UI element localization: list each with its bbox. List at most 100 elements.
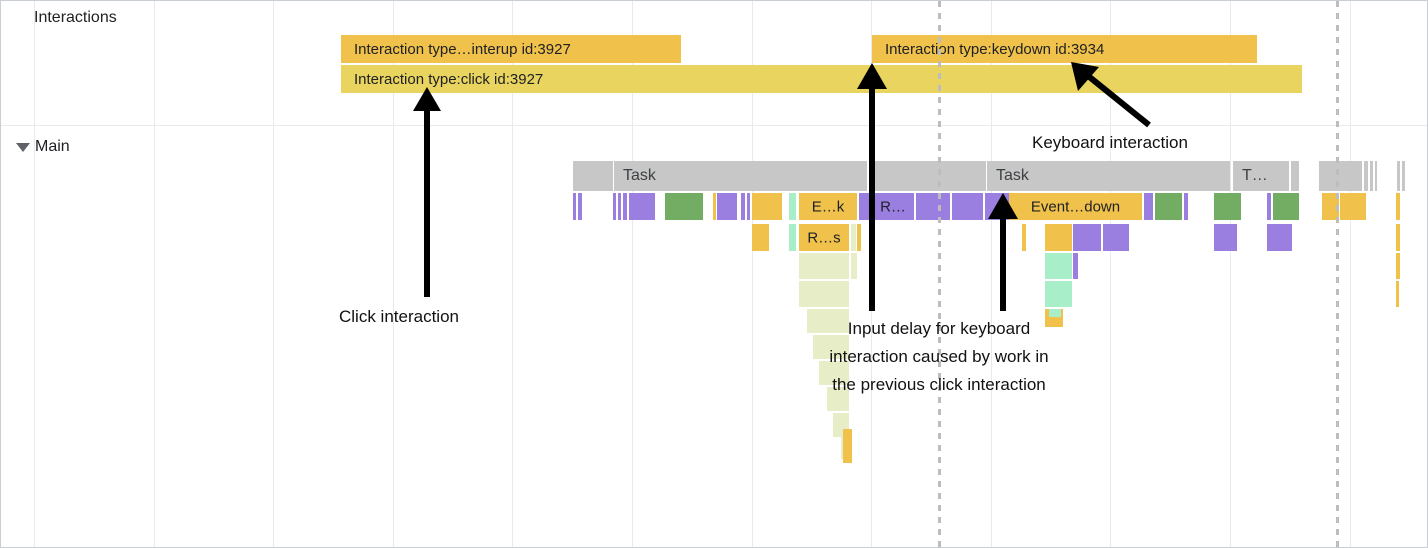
triangle-down-icon[interactable] bbox=[16, 143, 30, 152]
task-bar[interactable] bbox=[1370, 161, 1373, 191]
flame-block[interactable] bbox=[859, 193, 870, 220]
gridline bbox=[1110, 1, 1112, 547]
gridline bbox=[153, 1, 155, 547]
task-bar[interactable] bbox=[1291, 161, 1299, 191]
flame-block[interactable] bbox=[952, 193, 983, 220]
flame-block[interactable] bbox=[1396, 253, 1400, 279]
flame-block[interactable] bbox=[1022, 224, 1026, 251]
flame-block[interactable] bbox=[1049, 309, 1061, 317]
flame-block[interactable] bbox=[1144, 193, 1153, 220]
flame-block[interactable] bbox=[573, 193, 576, 220]
flame-block[interactable] bbox=[1103, 224, 1129, 251]
interaction-bar-keydown[interactable]: Interaction type:keydown id:3934 bbox=[872, 35, 1257, 63]
gridline bbox=[273, 1, 275, 547]
flame-block[interactable] bbox=[741, 193, 745, 220]
task-bar[interactable]: T… bbox=[1233, 161, 1289, 191]
flame-block[interactable] bbox=[827, 387, 849, 411]
annotation-input-delay: Input delay for keyboard interaction cau… bbox=[829, 319, 1049, 394]
annotation-keyboard-interaction: Keyboard interaction bbox=[1032, 133, 1188, 152]
interaction-bar-click-label: Interaction type:click id:3927 bbox=[354, 70, 544, 88]
flame-block[interactable] bbox=[819, 361, 849, 385]
gridline bbox=[990, 1, 992, 547]
arrow-click-interaction bbox=[413, 87, 441, 297]
flame-block[interactable] bbox=[1322, 193, 1339, 220]
flame-block[interactable] bbox=[789, 193, 796, 220]
flame-block[interactable] bbox=[665, 193, 703, 220]
task-bar[interactable] bbox=[1364, 161, 1368, 191]
flame-block[interactable] bbox=[629, 193, 655, 220]
flame-block[interactable] bbox=[851, 224, 856, 251]
gridline bbox=[34, 1, 35, 547]
event-block-event-keydown[interactable]: Event…down bbox=[1009, 193, 1142, 220]
gridline bbox=[632, 1, 633, 547]
flame-block[interactable] bbox=[613, 193, 616, 220]
annotation-click-interaction: Click interaction bbox=[339, 307, 459, 326]
flame-block[interactable] bbox=[1045, 224, 1072, 251]
time-marker-line-2 bbox=[1336, 1, 1339, 547]
task-bar-label: T… bbox=[1242, 167, 1268, 184]
track-label-main: Main bbox=[35, 138, 70, 155]
flame-block[interactable] bbox=[1214, 224, 1237, 251]
flame-block[interactable] bbox=[1273, 193, 1299, 220]
flame-block[interactable] bbox=[752, 193, 782, 220]
task-bar[interactable] bbox=[1319, 161, 1362, 191]
flame-block[interactable] bbox=[807, 309, 849, 333]
flame-block[interactable] bbox=[747, 193, 750, 220]
track-label-interactions: Interactions bbox=[34, 9, 117, 26]
event-block-event-keydown-label: Event…down bbox=[1030, 198, 1121, 215]
flame-block[interactable] bbox=[1045, 281, 1072, 307]
task-bar[interactable]: Task bbox=[614, 161, 867, 191]
event-block-r[interactable]: R… bbox=[872, 193, 914, 220]
flame-block[interactable] bbox=[916, 193, 950, 220]
task-bar[interactable] bbox=[870, 161, 986, 191]
gridline bbox=[1230, 1, 1231, 547]
flame-block[interactable] bbox=[813, 335, 849, 359]
gridline bbox=[512, 1, 514, 547]
flame-block[interactable] bbox=[1267, 224, 1292, 251]
flame-block[interactable] bbox=[1073, 253, 1078, 279]
flame-block[interactable] bbox=[1396, 281, 1399, 307]
flame-block[interactable] bbox=[1073, 224, 1101, 251]
flame-block[interactable] bbox=[713, 193, 716, 220]
flame-block[interactable] bbox=[1045, 253, 1072, 279]
flame-block[interactable] bbox=[623, 193, 627, 220]
flame-block[interactable] bbox=[1155, 193, 1182, 220]
flame-block[interactable] bbox=[578, 193, 582, 220]
interaction-bar-pointer[interactable]: Interaction type…interup id:3927 bbox=[341, 35, 681, 63]
interaction-bar-click[interactable]: Interaction type:click id:3927 bbox=[341, 65, 1302, 93]
flame-block[interactable] bbox=[1340, 193, 1366, 220]
flame-block[interactable] bbox=[1267, 193, 1271, 220]
gridline bbox=[751, 1, 753, 547]
task-bar[interactable] bbox=[1402, 161, 1405, 191]
flame-block[interactable] bbox=[752, 224, 769, 251]
task-bar[interactable] bbox=[1375, 161, 1377, 191]
flame-block[interactable] bbox=[799, 281, 849, 307]
time-marker-line-1 bbox=[938, 1, 941, 547]
event-block-rs[interactable]: R…s bbox=[799, 224, 849, 251]
flame-block[interactable] bbox=[618, 193, 621, 220]
interaction-bar-pointer-label: Interaction type…interup id:3927 bbox=[354, 40, 571, 58]
flame-block[interactable] bbox=[717, 193, 737, 220]
interaction-bar-keydown-label: Interaction type:keydown id:3934 bbox=[885, 40, 1105, 58]
event-block-e[interactable]: E…k bbox=[799, 193, 857, 220]
task-bar-label: Task bbox=[623, 167, 656, 184]
task-bar[interactable] bbox=[1397, 161, 1400, 191]
flame-block[interactable] bbox=[857, 224, 861, 251]
task-bar[interactable]: Task bbox=[987, 161, 1230, 191]
flame-block[interactable] bbox=[1214, 193, 1241, 220]
flame-block[interactable] bbox=[1396, 193, 1400, 220]
flame-block[interactable] bbox=[1184, 193, 1188, 220]
event-block-e-label: E…k bbox=[811, 198, 845, 215]
track-divider bbox=[1, 125, 1427, 126]
event-block-rs-label: R…s bbox=[807, 229, 841, 246]
flame-block[interactable] bbox=[799, 253, 849, 279]
flame-block[interactable] bbox=[985, 193, 1009, 220]
flame-block[interactable] bbox=[1396, 224, 1400, 251]
task-bar[interactable] bbox=[573, 161, 613, 191]
flame-block[interactable] bbox=[844, 431, 852, 463]
flame-block[interactable] bbox=[789, 224, 796, 251]
event-block-r-label: R… bbox=[880, 198, 906, 215]
gridline bbox=[1349, 1, 1351, 547]
flame-block[interactable] bbox=[851, 253, 857, 279]
gridline bbox=[392, 1, 394, 547]
